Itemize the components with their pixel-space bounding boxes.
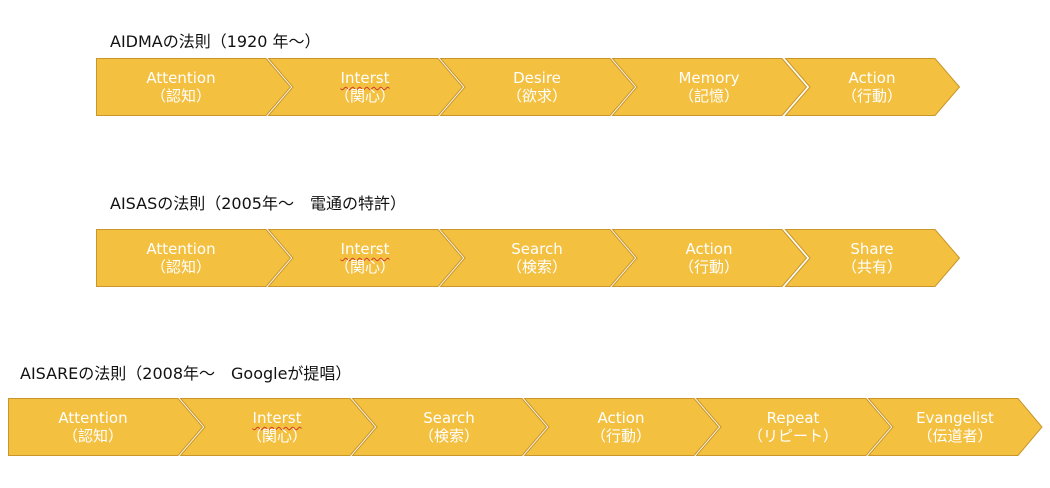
step-sublabel: （認知） (150, 258, 211, 276)
chevron-step-search: Search（検索） (351, 398, 548, 456)
step-sublabel: （行動） (841, 87, 902, 105)
chevron-step-action: Action（行動） (611, 229, 808, 287)
step-label: Attention (58, 409, 128, 427)
chevron-step-interest: Interst（関心） (267, 229, 464, 287)
model-title: AISASの法則（2005年〜 電通の特許） (110, 194, 406, 213)
chevron-step-action: Action（行動） (784, 58, 980, 116)
step-label: Desire (513, 69, 561, 87)
chevron-shape (784, 58, 961, 116)
step-sublabel: （行動） (678, 258, 739, 276)
chevron-shape (439, 58, 636, 116)
chevron-step-interest: Interst（関心） (267, 58, 464, 116)
step-label: Repeat (766, 409, 820, 427)
step-label: Attention (146, 69, 216, 87)
step-label: Interst (340, 69, 390, 87)
step-sublabel: （関心） (334, 87, 395, 105)
step-label: Search (511, 240, 563, 258)
step-label: Interst (252, 409, 302, 427)
chevron-step-attention: Attention（認知） (96, 229, 292, 287)
step-label: Share (850, 240, 894, 258)
step-sublabel: （記憶） (678, 87, 739, 105)
step-sublabel: （認知） (150, 87, 211, 105)
step-sublabel: （欲求） (506, 87, 567, 105)
chevron-step-share: Share（共有） (784, 229, 980, 287)
step-sublabel: （認知） (62, 427, 123, 445)
step-sublabel: （検索） (418, 427, 479, 445)
step-sublabel: （リピート） (747, 427, 838, 445)
chevron-step-repeat: Repeat（リピート） (695, 398, 892, 456)
step-sublabel: （関心） (246, 427, 307, 445)
step-sublabel: （行動） (590, 427, 651, 445)
chevron-shape (267, 58, 464, 116)
chevron-step-action: Action（行動） (523, 398, 720, 456)
chevron-shape (8, 398, 204, 456)
chevron-shape (179, 398, 376, 456)
chevron-shape (267, 229, 464, 287)
chevron-shape (351, 398, 548, 456)
chevron-step-memory: Memory（記憶） (611, 58, 808, 116)
step-sublabel: （伝道者） (917, 427, 993, 445)
step-label: Action (848, 69, 896, 87)
chevron-step-attention: Attention（認知） (8, 398, 204, 456)
chevron-shape (695, 398, 892, 456)
chevron-step-interest: Interst（関心） (179, 398, 376, 456)
model-title: AISAREの法則（2008年〜 Googleが提唱） (20, 364, 352, 383)
chevron-step-desire: Desire（欲求） (439, 58, 636, 116)
chevron-step-search: Search（検索） (439, 229, 636, 287)
chevron-step-attention: Attention（認知） (96, 58, 292, 116)
chevron-shape (96, 58, 292, 116)
chevron-shape (523, 398, 720, 456)
model-title: AIDMAの法則（1920 年〜） (110, 32, 321, 51)
chevron-shape (611, 58, 808, 116)
step-label: Attention (146, 240, 216, 258)
step-label: Memory (678, 69, 740, 87)
step-label: Action (685, 240, 733, 258)
step-label: Evangelist (916, 409, 994, 427)
chevron-shape (611, 229, 808, 287)
step-label: Action (597, 409, 645, 427)
step-label: Interst (340, 240, 390, 258)
step-sublabel: （共有） (841, 258, 902, 276)
chevron-shape (96, 229, 292, 287)
step-sublabel: （関心） (334, 258, 395, 276)
chevron-step-evangelist: Evangelist（伝道者） (867, 398, 1050, 456)
step-sublabel: （検索） (506, 258, 567, 276)
chevron-shape (439, 229, 636, 287)
chevron-shape (784, 229, 961, 287)
step-label: Search (423, 409, 475, 427)
chevron-shape (867, 398, 1043, 456)
